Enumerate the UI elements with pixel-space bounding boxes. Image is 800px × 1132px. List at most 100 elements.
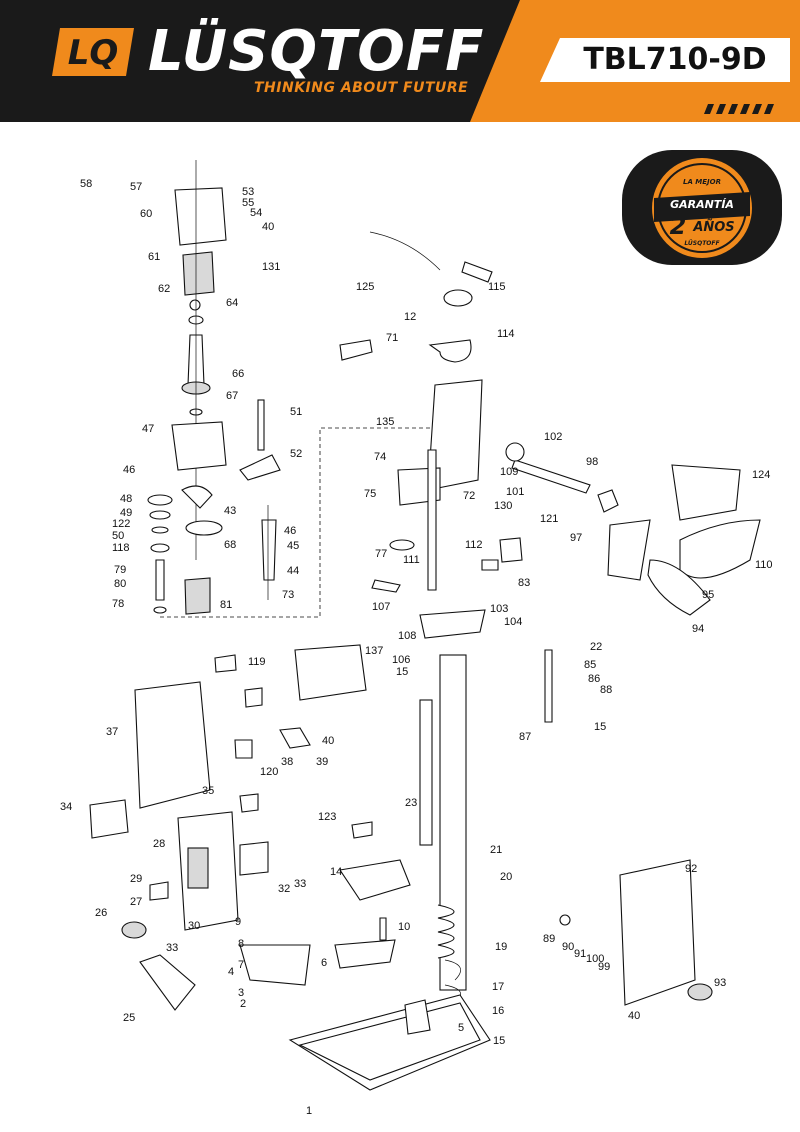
label-102: 102: [544, 431, 562, 443]
label-45: 45: [287, 540, 299, 552]
label-10: 10: [398, 921, 410, 933]
header-banner: LQ LÜSQTOFF THINKING ABOUT FUTURE TBL710…: [0, 0, 800, 122]
label-80: 80: [114, 578, 126, 590]
warranty-badge: LA MEJOR GARANTÍA 2 AÑOS LÜSQTOFF: [622, 150, 782, 265]
base-plate-drawing: [288, 994, 491, 1091]
label-101: 101: [506, 486, 524, 498]
label-22: 22: [590, 641, 602, 653]
label-106: 106: [392, 654, 410, 666]
label-120: 120: [260, 766, 278, 778]
label-6: 6: [321, 957, 327, 969]
label-74: 74: [374, 451, 386, 463]
label-8: 8: [238, 938, 244, 950]
label-71: 71: [386, 332, 398, 344]
label-21: 21: [490, 844, 502, 856]
label-60: 60: [140, 208, 152, 220]
label-64: 64: [226, 297, 238, 309]
badge-line3: AÑOS: [693, 220, 735, 235]
label-86: 86: [588, 673, 600, 685]
label-33-upper: 33: [294, 878, 306, 890]
label-61: 61: [148, 251, 160, 263]
label-103: 103: [490, 603, 508, 615]
label-104: 104: [504, 616, 522, 628]
label-5: 5: [458, 1022, 464, 1034]
label-89: 89: [543, 933, 555, 945]
label-123: 123: [318, 811, 336, 823]
label-40-motor: 40: [262, 221, 274, 233]
label-25: 25: [123, 1012, 135, 1024]
label-27: 27: [130, 896, 142, 908]
label-15-base: 15: [493, 1035, 505, 1047]
label-124: 124: [752, 469, 770, 481]
label-109: 109: [500, 466, 518, 478]
label-125: 125: [356, 281, 374, 293]
label-99: 99: [598, 961, 610, 973]
label-73: 73: [282, 589, 294, 601]
label-67: 67: [226, 390, 238, 402]
label-37: 37: [106, 726, 118, 738]
label-79: 79: [114, 564, 126, 576]
label-29: 29: [130, 873, 142, 885]
label-43: 43: [224, 505, 236, 517]
label-34: 34: [60, 801, 72, 813]
label-17: 17: [492, 981, 504, 993]
label-115: 115: [488, 281, 506, 293]
label-35: 35: [202, 785, 214, 797]
warranty-badge-shape: [622, 150, 782, 265]
label-51: 51: [290, 406, 302, 418]
label-121: 121: [540, 513, 558, 525]
label-94: 94: [692, 623, 704, 635]
dashed-connector: [160, 427, 440, 618]
label-40-cover: 40: [628, 1010, 640, 1022]
label-93: 93: [714, 977, 726, 989]
label-135: 135: [376, 416, 394, 428]
label-54: 54: [250, 207, 262, 219]
label-4: 4: [228, 966, 234, 978]
label-28: 28: [153, 838, 165, 850]
label-15-column: 15: [396, 666, 408, 678]
label-46-right: 46: [284, 525, 296, 537]
label-78: 78: [112, 598, 124, 610]
label-55: 55: [242, 197, 254, 209]
label-66: 66: [232, 368, 244, 380]
label-1: 1: [306, 1105, 312, 1117]
label-2: 2: [240, 998, 246, 1010]
label-108: 108: [398, 630, 416, 642]
label-87: 87: [519, 731, 531, 743]
label-131: 131: [262, 261, 280, 273]
label-20: 20: [500, 871, 512, 883]
label-49: 49: [120, 507, 132, 519]
label-112: 112: [465, 539, 483, 551]
label-50: 50: [112, 530, 124, 542]
label-119: 119: [248, 656, 266, 668]
label-14: 14: [330, 866, 342, 878]
label-83: 83: [518, 577, 530, 589]
label-19: 19: [495, 941, 507, 953]
logo-letters: LQ: [68, 33, 119, 73]
label-26: 26: [95, 907, 107, 919]
label-44: 44: [287, 565, 299, 577]
label-62: 62: [158, 283, 170, 295]
label-100: 100: [586, 953, 604, 965]
badge-line2: GARANTÍA: [670, 198, 734, 211]
part-number-labels: 58 57 53 55 54 40 60 61 62 64 131 125 11…: [60, 178, 773, 1117]
label-52: 52: [290, 448, 302, 460]
label-7: 7: [238, 959, 244, 971]
brand-logo-icon: LQ: [52, 28, 134, 76]
label-122: 122: [112, 518, 130, 530]
badge-line1: LA MEJOR: [682, 178, 721, 186]
label-85: 85: [584, 659, 596, 671]
label-92: 92: [685, 863, 697, 875]
label-33-lower: 33: [166, 942, 178, 954]
exploded-parts-diagram: 58 57 53 55 54 40 60 61 62 64 131 125 11…: [60, 160, 773, 1117]
switch-box-drawing: [89, 644, 367, 1011]
label-77: 77: [375, 548, 387, 560]
label-88: 88: [600, 684, 612, 696]
label-114: 114: [497, 328, 515, 340]
label-48: 48: [120, 493, 132, 505]
label-111: 111: [403, 554, 420, 566]
label-32: 32: [278, 883, 290, 895]
label-97: 97: [570, 532, 582, 544]
side-cover-drawing: [559, 859, 713, 1006]
label-38: 38: [281, 756, 293, 768]
